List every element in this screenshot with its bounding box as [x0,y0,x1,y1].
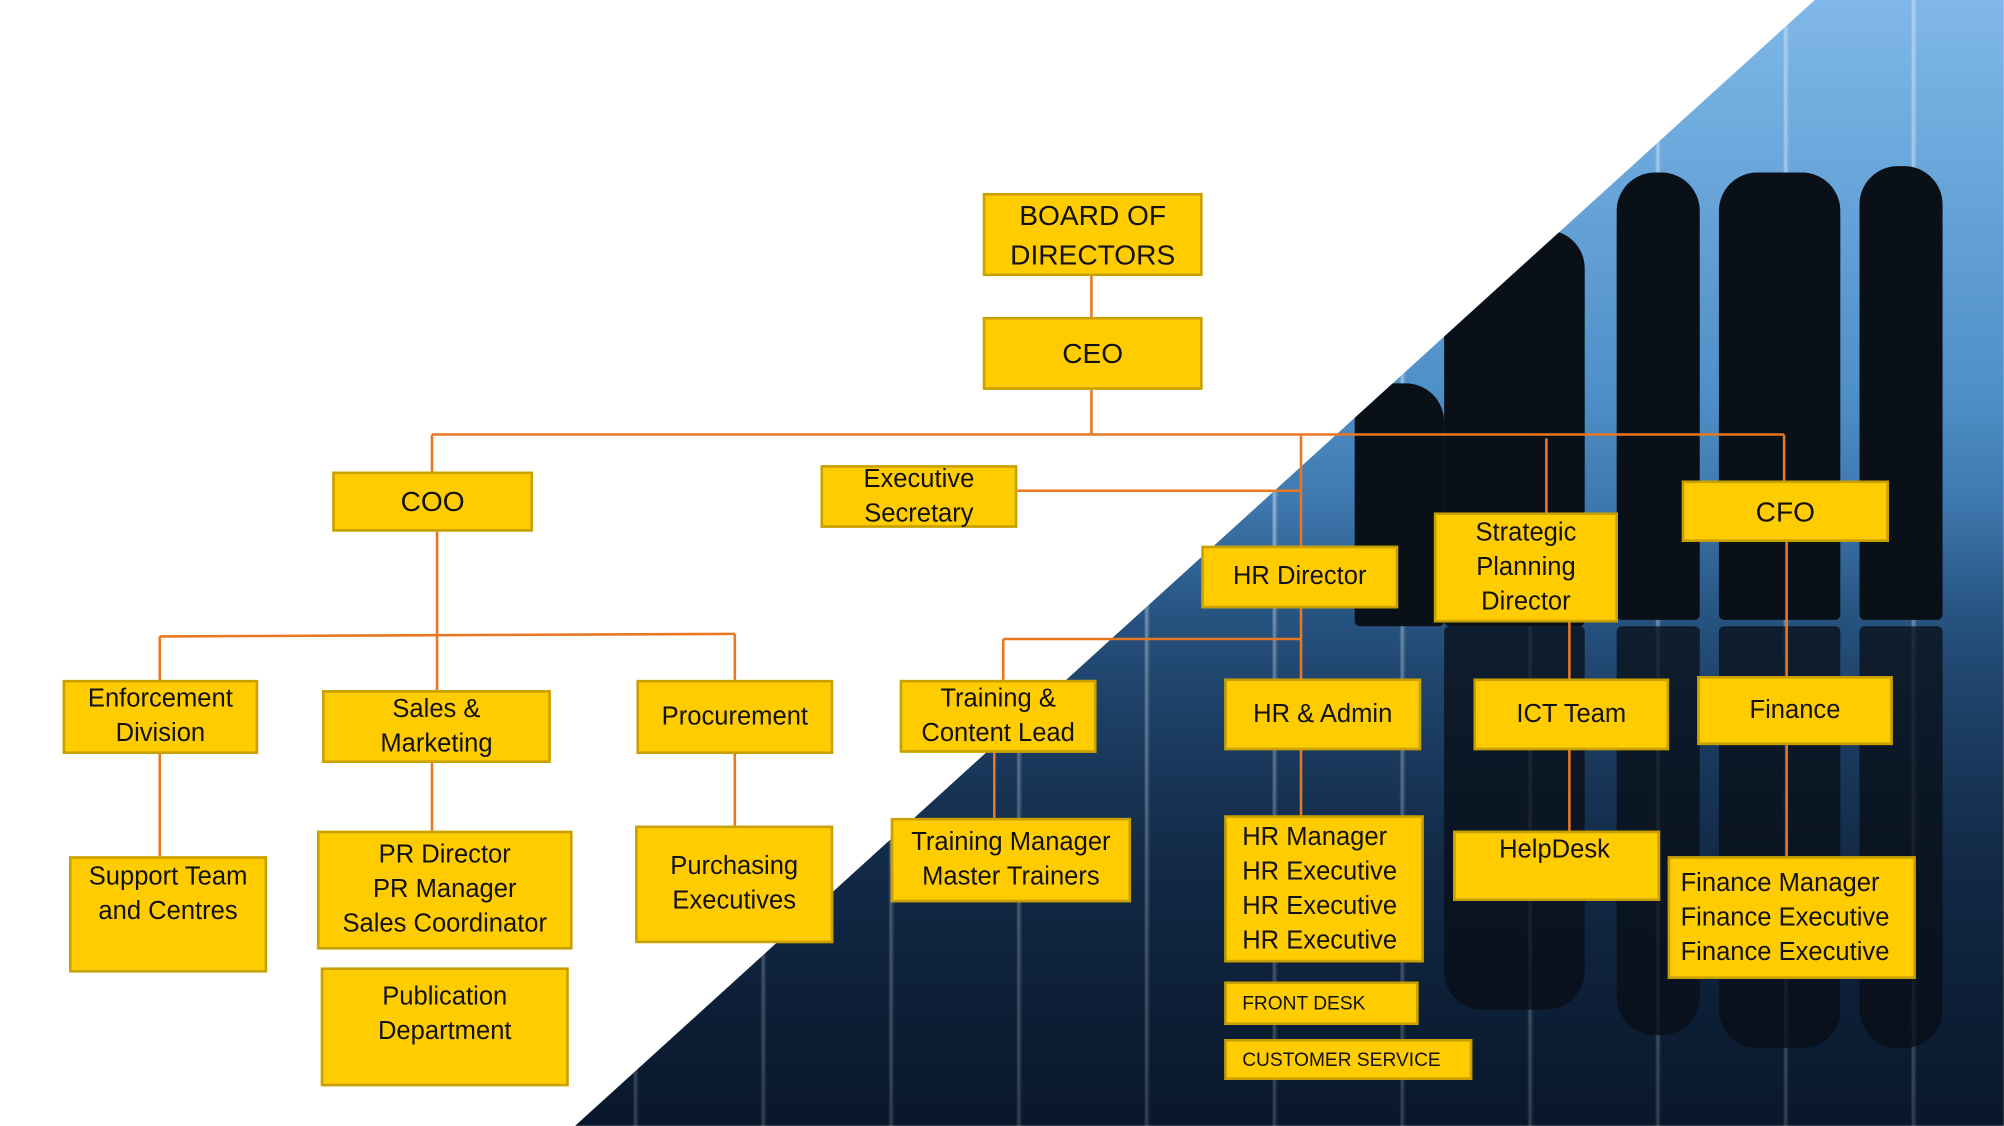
node-label: HR Executive [1242,891,1398,920]
node-label: Sales Coordinator [342,909,548,939]
node-coo: COO [332,471,533,532]
node-label: FRONT DESK [1242,992,1366,1015]
node-label: Procurement [661,702,809,731]
node-label: DIRECTORS [1010,238,1176,271]
node-label: CUSTOMER SERVICE [1242,1048,1441,1071]
node-label: CEO [1062,337,1124,370]
node-front-desk: FRONT DESK [1224,981,1419,1025]
node-label: BOARD OF [1019,198,1167,231]
node-label: Finance Executive [1680,937,1890,966]
node-label: Marketing [380,729,493,758]
node-hr-staff: HR Manager HR Executive HR Executive HR Exe… [1224,815,1424,963]
node-label: CFO [1755,495,1816,528]
node-sales-marketing: Sales & Marketing [322,690,551,763]
node-procurement: Procurement [636,679,834,755]
node-label: Support Team [88,862,248,891]
node-label: COO [400,485,465,518]
node-label: Purchasing [670,852,799,881]
node-customer-service: CUSTOMER SERVICE [1224,1039,1473,1080]
node-ceo: CEO [982,316,1203,390]
node-support-team: Support Team and Centres [69,856,268,973]
node-label: Training & [940,684,1056,713]
node-label: Training Manager [911,828,1111,857]
connector [159,632,735,638]
node-hr-admin: HR & Admin [1224,678,1422,751]
node-label: HR Executive [1242,925,1398,955]
node-finance: Finance [1697,676,1893,746]
node-label: Division [115,719,206,748]
node-label: HR Director [1232,562,1367,591]
node-label: PR Manager [372,875,517,904]
node-label: Planning [1476,552,1576,581]
node-training-content-lead: Training & Content Lead [899,679,1097,753]
node-label: Secretary [864,499,974,528]
node-label: Strategic [1475,518,1577,547]
node-label: Master Trainers [922,862,1100,891]
node-hr-director: HR Director [1201,545,1399,609]
node-board-of-directors: BOARD OF DIRECTORS [982,192,1203,277]
node-cfo: CFO [1681,480,1889,542]
node-label: HelpDesk [1499,835,1610,864]
node-label: Sales & [392,694,481,723]
node-label: Department [377,1017,512,1046]
node-label: Executive [863,464,975,493]
node-label: Content Lead [921,718,1075,747]
node-label: and Centres [98,897,238,926]
node-helpdesk: HelpDesk [1453,830,1661,901]
node-label: Director [1481,587,1571,616]
node-label: Enforcement [87,685,233,714]
node-ict-team: ICT Team [1473,678,1670,751]
node-label: Finance Executive [1680,902,1890,932]
node-label: HR & Admin [1253,699,1393,728]
node-label: PR Director [378,840,511,870]
node-label: Finance Manager [1680,868,1880,897]
node-label: Publication [382,982,508,1011]
node-label: Finance [1749,695,1841,724]
node-label: HR Manager [1242,822,1388,851]
node-label: ICT Team [1516,699,1627,728]
node-label: Executives [672,886,797,916]
node-label: HR Executive [1242,856,1398,886]
